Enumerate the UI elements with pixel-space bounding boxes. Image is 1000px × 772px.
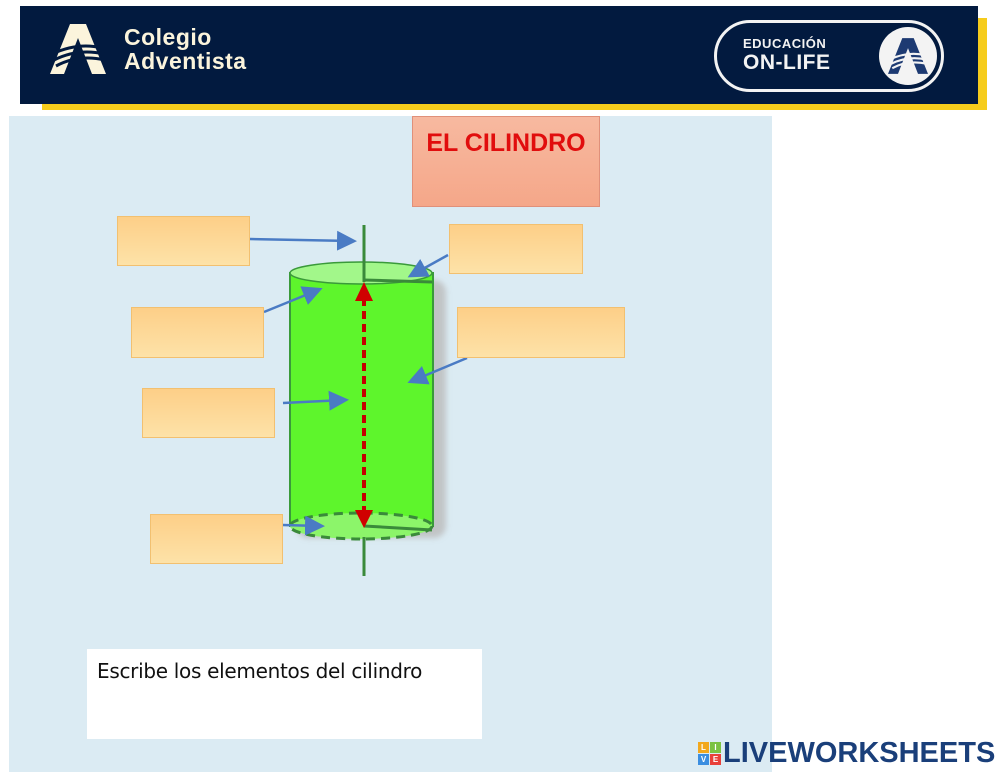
live-grid-icon: L I V E [698,742,721,765]
answer-input-top-base[interactable] [132,308,263,357]
answer-box-radius[interactable] [449,224,583,274]
liveworksheets-logo: L I V E LIVEWORKSHEETS [698,737,995,770]
worksheet-title: EL CILINDRO [426,129,586,157]
answer-input-bottom-base[interactable] [151,515,282,563]
education-onlife-badge: EDUCACIÓN ON-LIFE [714,20,944,92]
instruction-text: Escribe los elementos del cilindro [97,659,423,683]
answer-input-height[interactable] [143,389,274,437]
badge-line1: EDUCACIÓN [743,36,827,51]
adventist-logo-icon [50,24,106,74]
answer-box-height[interactable] [142,388,275,438]
liveworksheets-brand: LIVEWORKSHEETS [723,737,996,769]
adventist-circle-logo-icon [879,27,937,85]
school-name-line2: Adventista [124,48,247,74]
badge-line2: ON-LIFE [743,51,831,74]
school-header: Colegio Adventista EDUCACIÓN ON-LIFE [20,6,978,104]
answer-input-radius[interactable] [450,225,582,273]
answer-box-bottom-base[interactable] [150,514,283,564]
answer-input-lateral-surface[interactable] [458,308,624,357]
answer-box-top-base[interactable] [131,307,264,358]
answer-box-axis[interactable] [117,216,250,266]
answer-input-axis[interactable] [118,217,249,265]
school-brand: Colegio Adventista [50,24,247,74]
worksheet-title-box: EL CILINDRO [412,116,600,207]
school-name-line1: Colegio [124,24,212,50]
instruction-box: Escribe los elementos del cilindro [87,649,482,739]
answer-box-lateral-surface[interactable] [457,307,625,358]
